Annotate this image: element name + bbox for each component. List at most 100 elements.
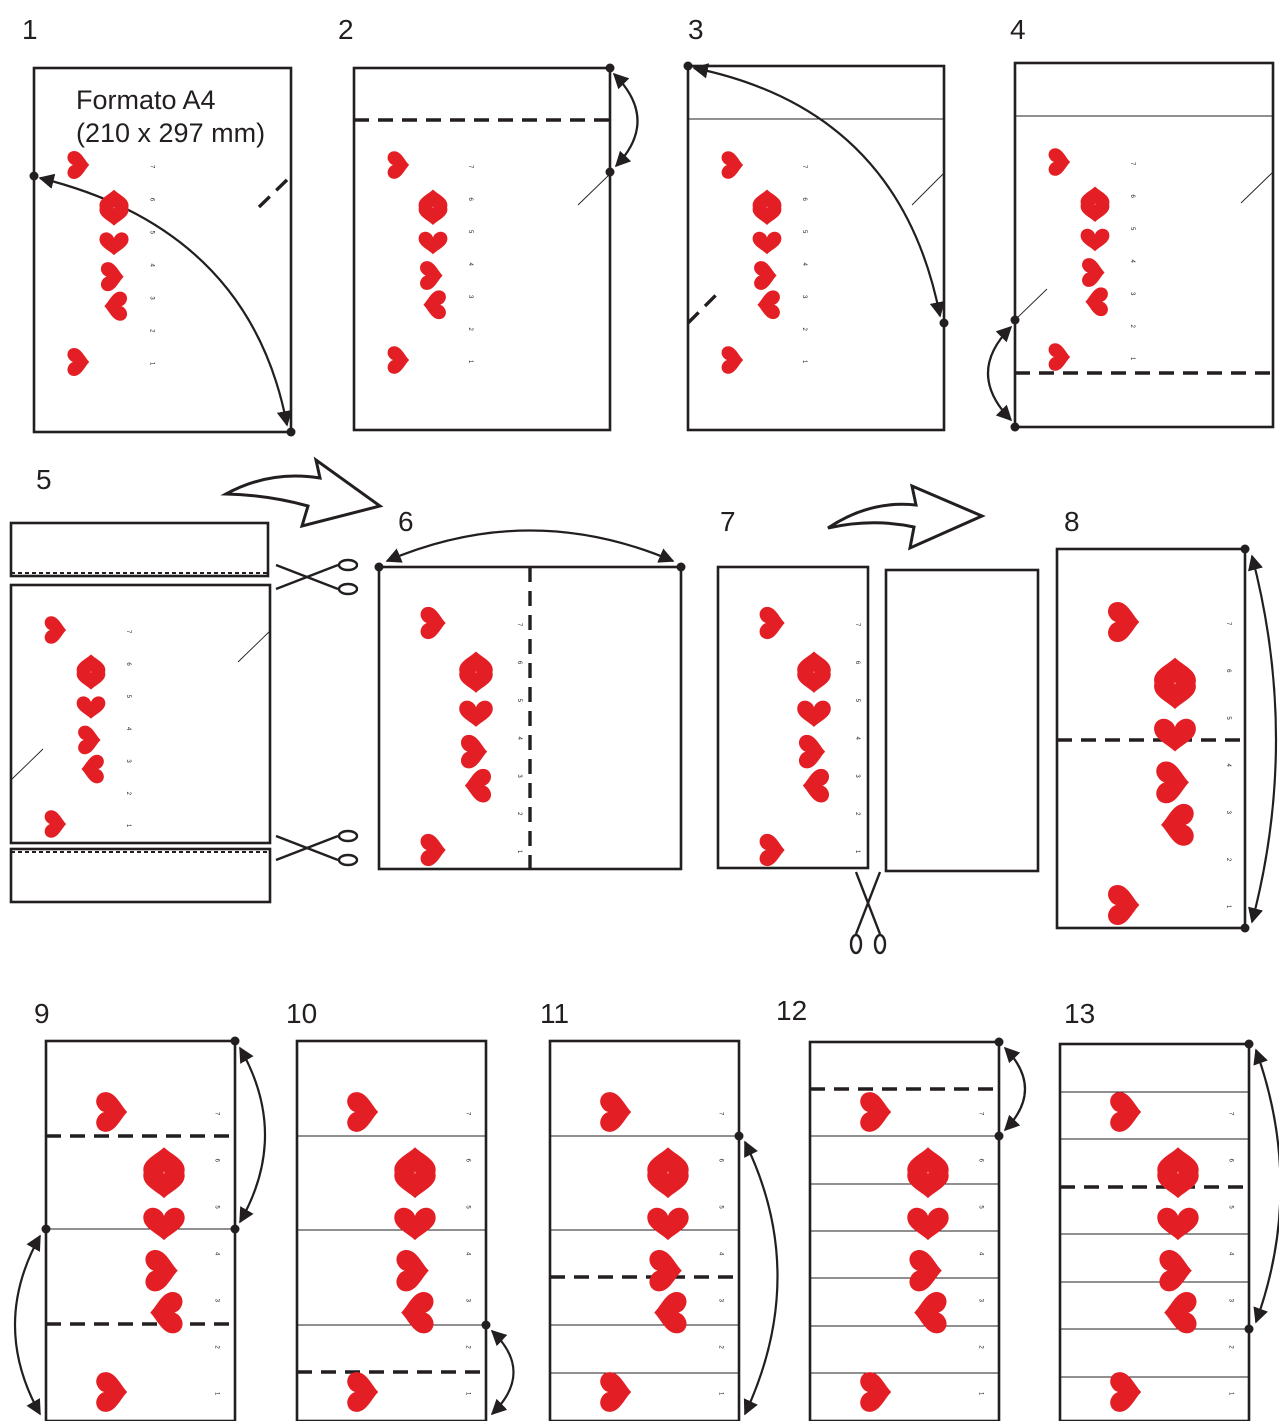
scale-mark: 6: [214, 1159, 220, 1163]
heart-icon: [99, 202, 129, 226]
scale-mark: 7: [1129, 162, 1135, 166]
scale-mark: 2: [1225, 858, 1231, 862]
heart-icon: [387, 346, 410, 374]
scale-mark: 3: [214, 1299, 220, 1303]
scale-mark: 2: [148, 329, 154, 333]
heart-icon: [1157, 1207, 1199, 1241]
heart-icon: [907, 1207, 949, 1241]
scale-mark: 4: [467, 263, 473, 267]
heart-icon: [76, 667, 106, 690]
scale-mark: 4: [1228, 1252, 1234, 1256]
scale-mark: 1: [854, 850, 860, 854]
scale-mark: 7: [148, 165, 154, 169]
heart-icon: [1110, 1372, 1142, 1412]
heart-icon: [1164, 1291, 1197, 1334]
fold-arrow-icon: [220, 456, 384, 529]
scale-mark: 5: [978, 1205, 984, 1209]
heart-icon: [143, 1207, 185, 1241]
heart-icon: [423, 290, 446, 320]
scale-mark: 2: [1228, 1345, 1234, 1349]
scissors-icon: [275, 829, 359, 867]
heart-icon: [76, 696, 106, 719]
scale-mark: 2: [718, 1345, 724, 1349]
heart-icon: [396, 1249, 429, 1292]
scale-mark: 1: [148, 362, 154, 366]
heart-icon: [460, 734, 488, 769]
scale-mark: 2: [465, 1345, 471, 1349]
scale-mark: 6: [125, 662, 131, 666]
step-number: 11: [540, 998, 569, 1029]
step-number: 13: [1064, 998, 1095, 1029]
scale-mark: 5: [1129, 227, 1135, 231]
heart-icon: [1080, 228, 1110, 252]
heart-icon: [647, 1207, 689, 1241]
scale-mark: 5: [801, 230, 807, 234]
scale-mark: 6: [801, 198, 807, 202]
scale-mark: 5: [854, 699, 860, 703]
heart-icon: [150, 1291, 183, 1334]
scale-mark: 4: [516, 737, 522, 741]
scale-mark: 2: [801, 328, 807, 332]
heart-icon: [1082, 258, 1105, 287]
scale-mark: 6: [1129, 195, 1135, 199]
step-number: 5: [36, 464, 52, 495]
heart-icon: [600, 1092, 632, 1132]
scale-mark: 5: [125, 695, 131, 699]
step-number: 1: [22, 14, 38, 45]
scale-mark: 3: [854, 774, 860, 778]
heart-icon: [44, 810, 67, 838]
heart-icon: [1108, 884, 1140, 926]
heart-icon: [860, 1372, 892, 1412]
step-number: 8: [1064, 506, 1080, 537]
heart-icon: [1154, 718, 1196, 752]
scale-mark: 1: [1228, 1392, 1234, 1396]
scale-mark: 7: [978, 1112, 984, 1116]
heart-icon: [99, 232, 129, 256]
heart-icon: [418, 231, 448, 255]
heart-icon: [721, 346, 744, 374]
scissors-icon: [275, 558, 359, 596]
scale-mark: 3: [467, 295, 473, 299]
scale-mark: 4: [214, 1252, 220, 1256]
scale-mark: 1: [718, 1392, 724, 1396]
heart-icon: [143, 1165, 185, 1199]
step-number: 3: [688, 14, 704, 45]
scale-mark: 1: [801, 360, 807, 364]
scale-mark: 4: [718, 1252, 724, 1256]
heart-icon: [420, 606, 446, 640]
scale-mark: 2: [214, 1345, 220, 1349]
scale-mark: 4: [854, 737, 860, 741]
scale-mark: 3: [148, 296, 154, 300]
scale-mark: 4: [125, 727, 131, 731]
heart-icon: [757, 290, 780, 320]
scale-mark: 2: [125, 792, 131, 796]
heart-icon: [347, 1372, 379, 1412]
scale-mark: 3: [516, 774, 522, 778]
heart-icon: [464, 768, 492, 803]
scale-mark: 5: [1225, 716, 1231, 720]
heart-icon: [96, 1372, 128, 1412]
heart-icon: [600, 1372, 632, 1412]
scale-mark: 3: [718, 1299, 724, 1303]
scale-mark: 3: [801, 295, 807, 299]
heart-icon: [1085, 287, 1108, 317]
heart-icon: [1154, 676, 1196, 710]
step-number: 9: [34, 998, 50, 1029]
heart-icon: [860, 1092, 892, 1132]
heart-icon: [78, 725, 101, 755]
sheet-size: (210 x 297 mm): [76, 118, 265, 148]
scale-mark: 6: [465, 1159, 471, 1163]
heart-icon: [907, 1165, 949, 1199]
step-number: 2: [338, 14, 354, 45]
heart-icon: [654, 1291, 687, 1334]
fold-arrow-icon: [827, 483, 986, 551]
step-number: 12: [776, 995, 807, 1026]
scale-mark: 2: [1129, 325, 1135, 329]
heart-icon: [420, 261, 443, 290]
